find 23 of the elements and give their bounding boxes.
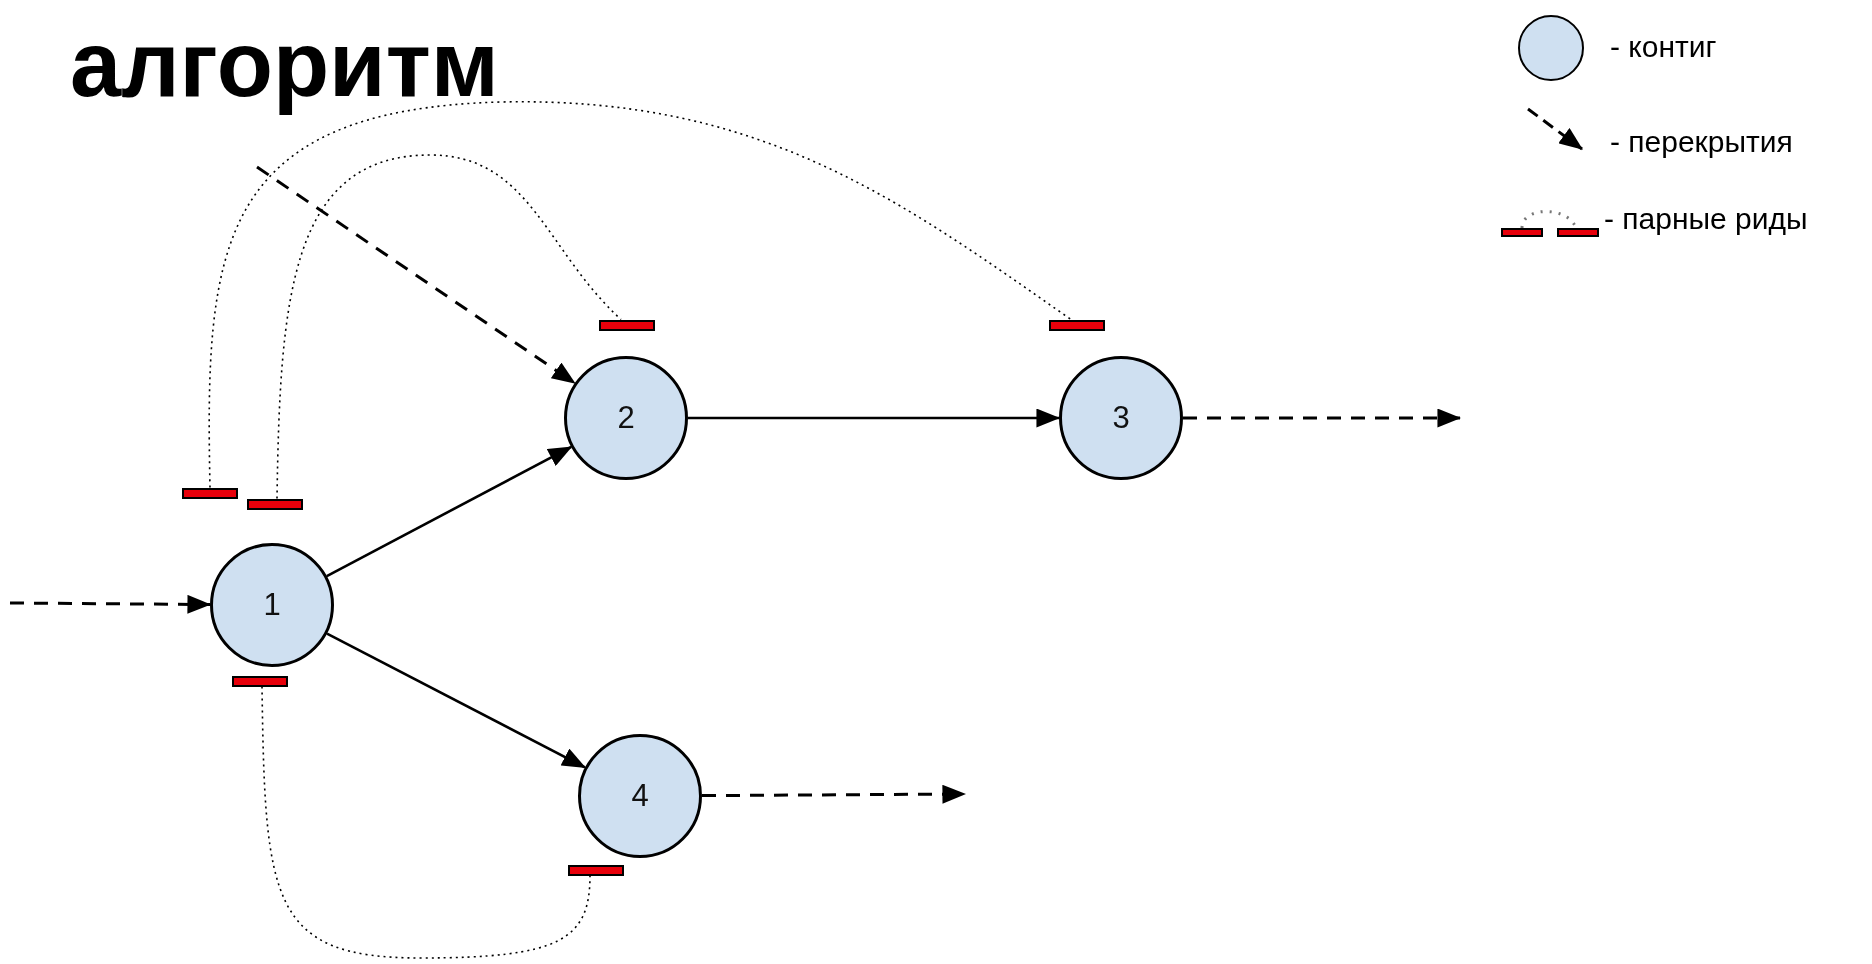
node-label: 2	[617, 400, 635, 436]
read-bar	[568, 864, 624, 876]
arrow	[702, 784, 967, 804]
node-label: 1	[263, 587, 281, 623]
read-bar	[247, 498, 303, 510]
legend-label: - парные риды	[1604, 202, 1808, 236]
read-bar	[182, 487, 238, 499]
node-label: 4	[631, 778, 649, 814]
read-bar	[599, 319, 655, 331]
arrow	[1183, 408, 1462, 428]
legend-label: - контиг	[1610, 30, 1717, 64]
paired-read-link	[261, 685, 591, 959]
read-bar	[232, 675, 288, 687]
arrow	[256, 165, 576, 385]
legend-label: - перекрытия	[1610, 125, 1793, 159]
title: алгоритм	[70, 12, 499, 117]
node-label: 3	[1112, 400, 1130, 436]
arrow	[688, 408, 1061, 428]
paired-read-link	[208, 101, 1072, 489]
arrow	[326, 445, 573, 578]
arrow	[10, 594, 212, 614]
arrow	[326, 632, 586, 769]
read-bar	[1049, 319, 1105, 331]
